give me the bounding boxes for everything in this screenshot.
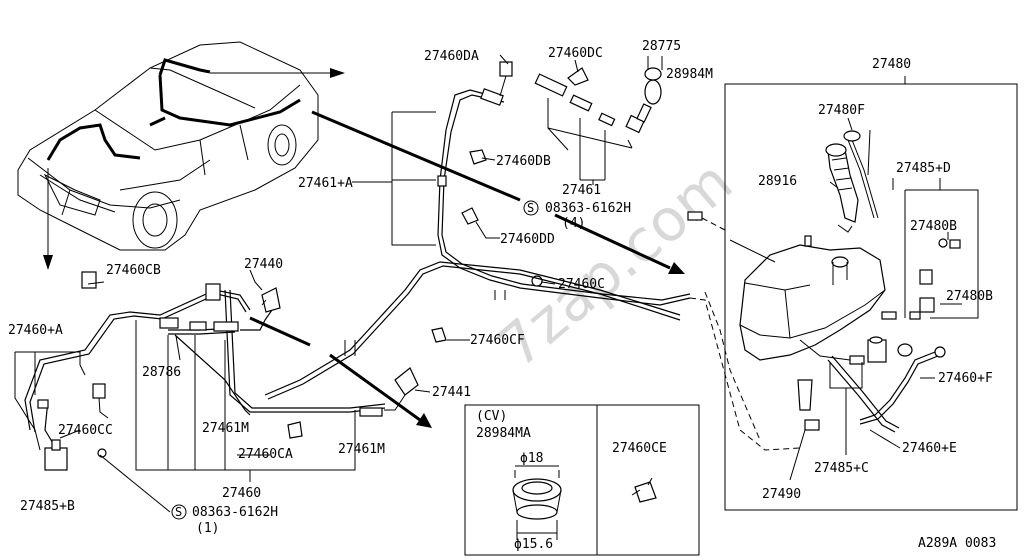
s-symbol-bottom-text: S	[175, 505, 182, 519]
s-symbol-bottom	[171, 504, 187, 520]
label-28916: 28916	[758, 174, 797, 189]
bottom-leader-lines	[14, 269, 470, 513]
label-27480: 27480	[872, 57, 911, 72]
label-27460CE: 27460CE	[612, 441, 667, 456]
lower-hose-group	[24, 261, 681, 471]
label-27460CF: 27460CF	[470, 333, 525, 348]
label-27460F: 27460+F	[938, 371, 993, 386]
label-27460DC: 27460DC	[548, 46, 603, 61]
callout-arrows	[43, 68, 685, 428]
label-27460DD: 27460DD	[500, 232, 555, 247]
label-bolt-top-qty: (4)	[562, 216, 585, 231]
label-27461: 27461	[562, 183, 601, 198]
label-27441: 27441	[432, 385, 471, 400]
label-27460CC: 27460CC	[58, 423, 113, 438]
label-27461M-2: 27461M	[338, 442, 385, 457]
label-27480B-1: 27480B	[910, 219, 957, 234]
label-27460CA: 27460CA	[238, 447, 293, 462]
upper-hose-group	[352, 61, 801, 451]
label-27460A: 27460+A	[8, 323, 63, 338]
label-cv: (CV)	[476, 409, 507, 424]
label-28775: 28775	[642, 39, 681, 54]
label-28984MA: 28984MA	[476, 426, 531, 441]
reference-code: A289A 0083	[918, 536, 996, 551]
label-dim18: ϕ18	[520, 451, 543, 466]
label-27460C: 27460C	[558, 277, 605, 292]
label-27490: 27490	[762, 487, 801, 502]
label-27461M-1: 27461M	[202, 421, 249, 436]
label-27440: 27440	[244, 257, 283, 272]
car-illustration	[17, 41, 319, 251]
s-symbol-top-text: S	[527, 201, 534, 215]
label-27460DB: 27460DB	[496, 154, 551, 169]
label-27460DA: 27460DA	[424, 49, 479, 64]
label-bolt-top: 08363-6162H	[545, 201, 631, 216]
cv-inset	[464, 404, 700, 556]
label-27480B-2: 27480B	[946, 289, 993, 304]
part-labels: 27460DA 27460DC 28775 28984M 27480 27480…	[8, 39, 996, 552]
label-bolt-bottom: 08363-6162H	[192, 505, 278, 520]
label-dim15-6: ϕ15.6	[514, 537, 553, 552]
label-27485B: 27485+B	[20, 499, 75, 514]
reservoir-tank-group	[724, 76, 1018, 511]
label-27485D: 27485+D	[896, 161, 951, 176]
label-28984M: 28984M	[666, 67, 713, 82]
s-symbol-top	[523, 200, 539, 216]
label-27461A: 27461+A	[298, 176, 353, 191]
label-bolt-bottom-qty: (1)	[196, 521, 219, 536]
label-27460E: 27460+E	[902, 441, 957, 456]
label-27485C: 27485+C	[814, 461, 869, 476]
label-27480F: 27480F	[818, 103, 865, 118]
label-27460: 27460	[222, 486, 261, 501]
label-27460CB: 27460CB	[106, 263, 161, 278]
label-28786: 28786	[142, 365, 181, 380]
